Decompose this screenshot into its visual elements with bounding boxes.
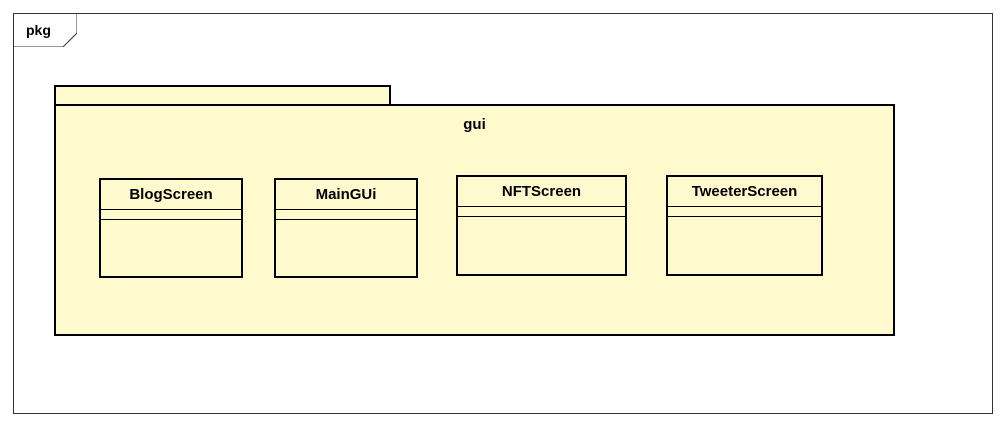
frame-tag: pkg [13,13,77,47]
class-blogscreen[interactable]: BlogScreen [99,178,243,278]
class-name: NFTScreen [458,177,625,207]
frame-label: pkg [26,22,51,38]
diagram-frame [13,13,993,414]
class-attributes-compartment [668,207,821,217]
class-name: BlogScreen [101,180,241,210]
class-attributes-compartment [101,210,241,220]
class-maingui[interactable]: MainGUi [274,178,418,278]
class-tweeterscreen[interactable]: TweeterScreen [666,175,823,276]
class-attributes-compartment [276,210,416,220]
class-name: TweeterScreen [668,177,821,207]
class-name: MainGUi [276,180,416,210]
class-nftscreen[interactable]: NFTScreen [456,175,627,276]
package-name: gui [463,116,486,133]
class-attributes-compartment [458,207,625,217]
